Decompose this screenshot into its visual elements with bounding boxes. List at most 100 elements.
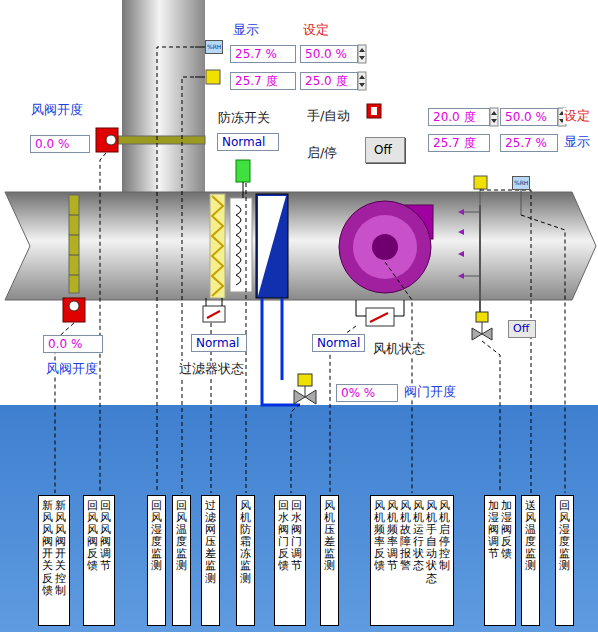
field-value: 25.7 %	[505, 136, 547, 150]
field-value: Normal	[317, 336, 360, 350]
signal-name: 回风风阀调节	[100, 500, 111, 573]
field-caption: 风机状态	[372, 341, 426, 357]
signal-name: 回风湿度监测	[151, 500, 162, 573]
field-caption: 启/停	[306, 145, 338, 161]
field-value: 50.0 %	[505, 110, 547, 124]
field-caption: 阀门开度	[403, 384, 457, 400]
status-field: Normal	[217, 133, 279, 151]
leader-lines	[55, 47, 565, 493]
field-caption: 手/自动	[306, 108, 351, 124]
antifreeze-coil	[230, 198, 252, 292]
return-damper	[104, 136, 205, 144]
damper-actuator	[63, 298, 85, 322]
gauge	[356, 300, 404, 326]
damper-actuator	[96, 128, 118, 152]
signal-name: 回风湿度监测	[559, 500, 570, 573]
sensor-icon: %RH	[205, 40, 223, 54]
water-pipe	[262, 298, 300, 405]
setpoint-field: 50.0 %	[500, 108, 558, 126]
field-caption: 风阀开度	[30, 102, 84, 118]
field-caption: 风阀开度	[45, 361, 99, 377]
status-field: Normal	[312, 334, 365, 352]
signal-name: 回水阀门反馈	[278, 500, 289, 573]
field-value: Off	[513, 322, 529, 335]
signal-name: 风机频率反馈	[374, 500, 385, 573]
fresh-damper	[69, 195, 79, 293]
water-valve	[294, 374, 316, 404]
signal-name: 送风温度监测	[525, 500, 536, 573]
signal-name: 风机运行状态	[413, 500, 424, 573]
setpoint-field: 25.0 度	[300, 72, 358, 90]
column-heading: 设定	[302, 22, 330, 38]
toggle-button: Off	[508, 320, 536, 338]
field-value: Normal	[196, 336, 239, 350]
display-field: 0.0 %	[30, 135, 90, 153]
signal-box: 回风风阀反馈回风风阀调节	[83, 495, 115, 626]
signal-name: 加湿阀调节	[488, 500, 499, 560]
field-value: 25.7 %	[235, 47, 277, 61]
temp-sensor	[474, 176, 487, 189]
signal-name: 风机压差监测	[324, 500, 335, 573]
signal-box: 风机压差监测	[320, 495, 339, 626]
fan	[339, 201, 433, 293]
temp-sensor	[206, 70, 220, 84]
signal-name: 回风温度监测	[176, 500, 187, 573]
main-duct	[5, 192, 596, 300]
signal-name: 风机防霜冻监测	[240, 500, 251, 585]
signal-name: 风机故障报警	[400, 500, 411, 573]
sensor-icon: %RH	[512, 176, 530, 190]
signal-name: 回水阀门调节	[291, 500, 302, 573]
antifreeze-sensor	[236, 160, 250, 182]
blue-band	[0, 405, 598, 632]
signal-box: 新风风阀开关反馈新风风阀开关控制	[38, 495, 70, 626]
signal-name: 新风风阀开关反馈	[42, 500, 53, 597]
signal-name: 加湿阀反馈	[501, 500, 512, 560]
field-value: 0.0 %	[48, 337, 82, 351]
signal-box: 回水阀门反馈回水阀门调节	[274, 495, 306, 626]
column-heading: 设定	[563, 108, 591, 124]
signal-name: 回风风阀反馈	[87, 500, 98, 573]
signal-box: 风机频率反馈风机频率调节风机故障报警风机运行状态风机手自动状态风机启停控制	[370, 495, 454, 626]
humidifier	[458, 205, 492, 340]
signal-box: 回风湿度监测	[555, 495, 574, 626]
field-value: 25.7 度	[433, 136, 476, 150]
signal-box: 回风湿度监测	[147, 495, 166, 626]
display-field: 0% %	[336, 384, 398, 402]
field-value: 20.0 度	[433, 110, 476, 124]
display-field: 25.7 %	[230, 45, 296, 63]
signal-name: 风机启停控制	[439, 500, 450, 573]
status-field: Normal	[191, 334, 247, 352]
field-value: 25.0 度	[305, 74, 348, 88]
field-value: Normal	[222, 135, 265, 149]
setpoint-field: 20.0 度	[428, 108, 490, 126]
display-field: 0.0 %	[43, 335, 103, 353]
gauge	[203, 298, 225, 322]
field-caption: 防冻开关	[217, 110, 271, 126]
return-duct	[122, 0, 205, 200]
spinners	[358, 45, 566, 126]
signal-name: 风机频率调节	[387, 500, 398, 573]
display-field: 25.7 %	[500, 134, 558, 152]
display-field: 25.7 度	[428, 134, 490, 152]
signal-name: 风机手自动状态	[426, 500, 437, 585]
signal-box: 风机防霜冻监测	[236, 495, 255, 626]
column-heading: 显示	[563, 134, 591, 150]
column-heading: 显示	[232, 22, 260, 38]
signal-name: 新风风阀开关控制	[55, 500, 66, 597]
signal-box: 过滤网压差监测	[201, 495, 220, 626]
setpoint-field: 50.0 %	[300, 45, 358, 63]
field-value: 25.7 度	[235, 74, 278, 88]
field-value: 0% %	[341, 386, 375, 400]
filter	[210, 194, 225, 298]
field-value: 0.0 %	[35, 137, 69, 151]
toggle-button: Off	[365, 137, 405, 163]
display-field: 25.7 度	[230, 72, 296, 90]
signal-box: 回风温度监测	[172, 495, 191, 626]
water-coil	[256, 194, 288, 298]
field-caption: 过滤器状态	[178, 361, 245, 377]
signal-box: 加湿阀调节加湿阀反馈	[484, 495, 516, 626]
field-value: Off	[374, 143, 392, 157]
signal-name: 过滤网压差监测	[205, 500, 216, 585]
signal-box: 送风温度监测	[521, 495, 540, 626]
field-value: 50.0 %	[305, 47, 347, 61]
